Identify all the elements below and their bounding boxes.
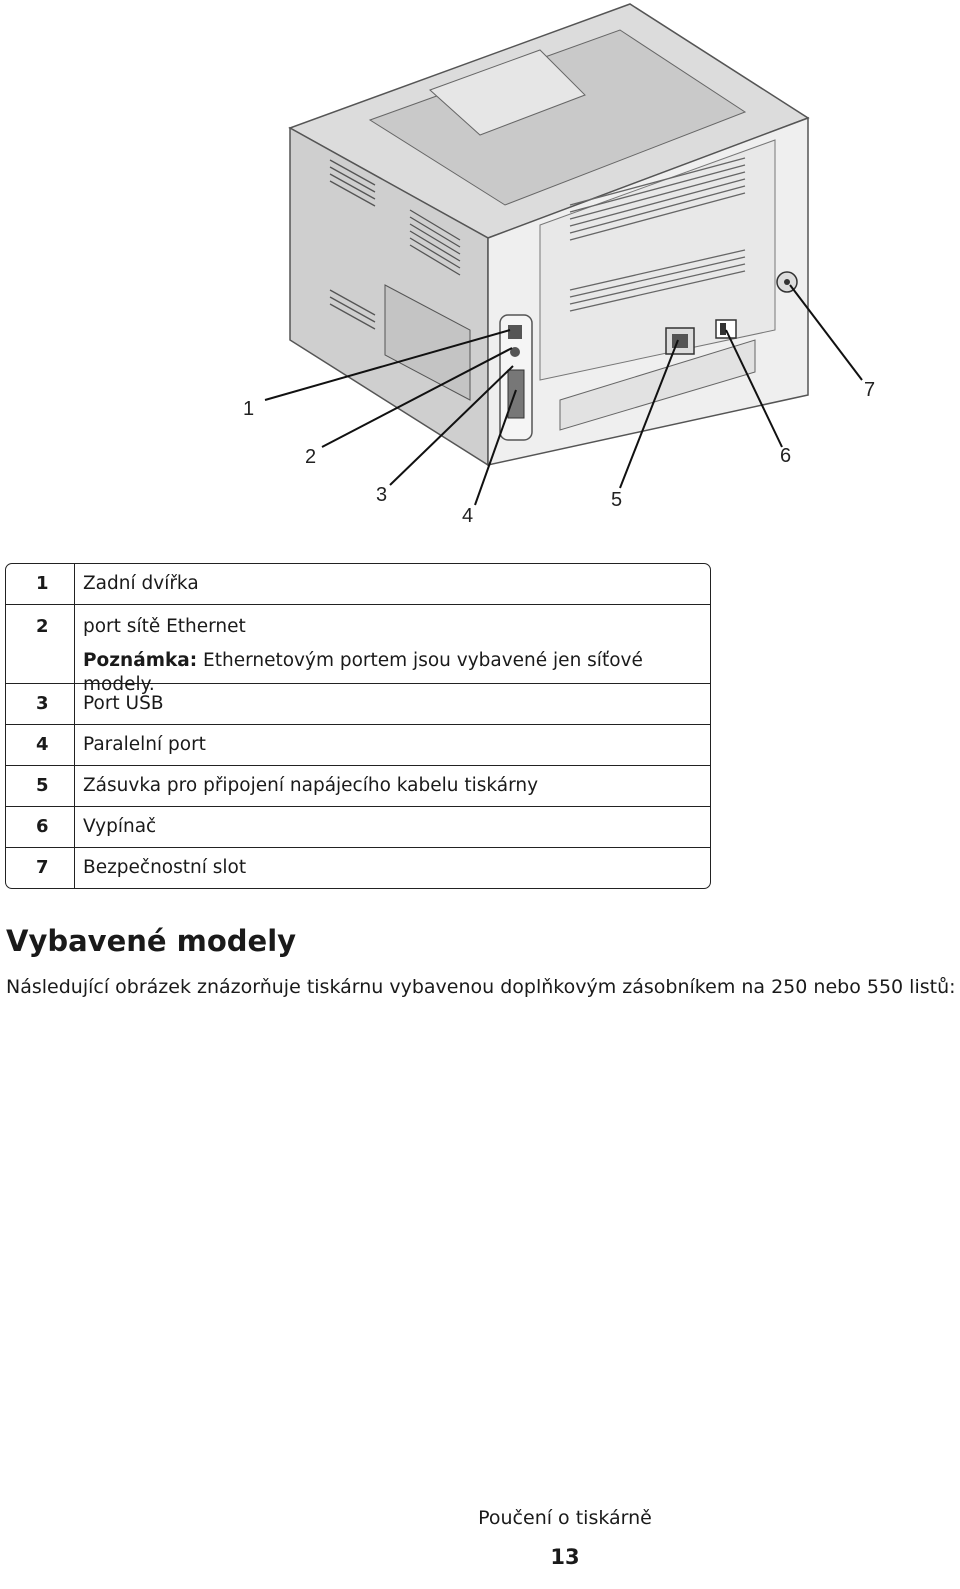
legend-number: 1 (6, 564, 75, 604)
legend-number: 7 (6, 848, 75, 888)
legend-number: 3 (6, 684, 75, 724)
section-paragraph: Následující obrázek znázorňuje tiskárnu … (6, 976, 956, 998)
callout-3: 3 (376, 484, 388, 506)
callout-1: 1 (243, 398, 255, 420)
callout-2: 2 (305, 446, 317, 468)
legend-description: Port USB (83, 693, 164, 714)
legend-row: 7 Bezpečnostní slot (6, 847, 710, 888)
legend-row: 4 Paralelní port (6, 724, 710, 765)
legend-table: 1 Zadní dvířka 2 port sítě Ethernet Pozn… (5, 563, 711, 889)
footer-chapter-title: Poučení o tiskárně (478, 1507, 652, 1529)
page-number: 13 (550, 1545, 580, 1569)
legend-number: 2 (6, 605, 75, 683)
section-heading: Vybavené modely (6, 924, 297, 958)
legend-description: Paralelní port (83, 734, 206, 755)
callout-4: 4 (462, 505, 474, 527)
legend-note: Poznámka: Ethernetovým portem jsou vybav… (83, 649, 710, 695)
legend-description: Vypínač (83, 816, 157, 837)
legend-row: 6 Vypínač (6, 806, 710, 847)
callout-6: 6 (780, 445, 792, 467)
legend-description-with-note: port sítě Ethernet Poznámka: Ethernetový… (75, 605, 710, 695)
legend-description: port sítě Ethernet (83, 616, 246, 637)
callout-5: 5 (611, 489, 623, 511)
legend-row: 2 port sítě Ethernet Poznámka: Etherneto… (6, 604, 710, 695)
note-label: Poznámka: (83, 650, 198, 671)
callout-7: 7 (864, 379, 876, 401)
printer-rear-figure: 1 2 3 4 5 6 7 (0, 0, 960, 545)
legend-row: 5 Zásuvka pro připojení napájecího kabel… (6, 765, 710, 806)
legend-row: 3 Port USB (6, 683, 710, 724)
printer-rear-illustration (264, 3, 863, 506)
legend-number: 5 (6, 766, 75, 806)
legend-description: Zásuvka pro připojení napájecího kabelu … (83, 775, 539, 796)
legend-number: 4 (6, 725, 75, 765)
legend-row: 1 Zadní dvířka (6, 564, 710, 604)
legend-number: 6 (6, 807, 75, 847)
note-text: Ethernetovým portem jsou vybavené jen sí… (83, 650, 643, 695)
legend-description: Bezpečnostní slot (83, 857, 247, 878)
legend-description: Zadní dvířka (83, 573, 199, 594)
